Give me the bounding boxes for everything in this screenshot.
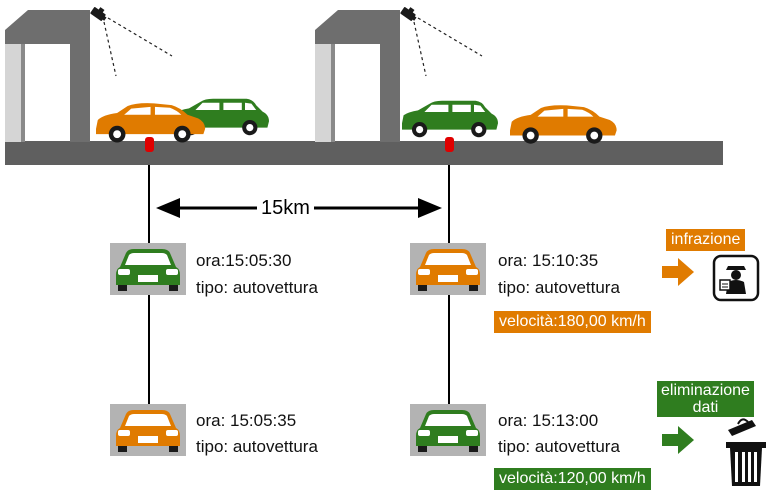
data-deletion-label-line1: eliminazione (661, 382, 750, 399)
distance-label: 15km (257, 196, 314, 220)
gantry-left (5, 10, 90, 142)
checkpoint-type: tipo: autovettura (196, 437, 318, 456)
car-tile (110, 404, 186, 456)
trash-bin-icon (726, 418, 766, 486)
gantry-right (315, 10, 400, 142)
car-tile (110, 243, 186, 295)
road-sensor (445, 137, 454, 152)
checkpoint-type: tipo: autovettura (196, 278, 318, 297)
car-orange-side (510, 105, 617, 144)
checkpoint-time: ora: 15:10:35 (498, 251, 599, 270)
checkpoint-type: tipo: autovettura (498, 437, 620, 456)
camera-icon (89, 4, 173, 77)
car-green-side (402, 100, 498, 138)
arrow-right-icon (662, 426, 694, 454)
speed-badge: velocità:180,00 km/h (494, 311, 651, 333)
checkpoint-type: tipo: autovettura (498, 278, 620, 297)
arrow-right-icon (662, 258, 694, 286)
checkpoint-time: ora: 15:13:00 (498, 411, 599, 430)
checkpoint-time: ora:15:05:30 (196, 251, 292, 270)
car-tile (410, 404, 486, 456)
road (5, 141, 723, 165)
road-sensor (145, 137, 154, 152)
data-deletion-label: eliminazione dati (657, 381, 754, 417)
checkpoint-time: ora: 15:05:35 (196, 411, 297, 430)
speed-badge: velocità:120,00 km/h (494, 468, 651, 490)
car-tile (410, 243, 486, 295)
camera-icon (399, 4, 483, 77)
police-officer-icon (712, 254, 760, 302)
data-deletion-label-line2: dati (692, 399, 719, 416)
infraction-label: infrazione (666, 229, 746, 251)
